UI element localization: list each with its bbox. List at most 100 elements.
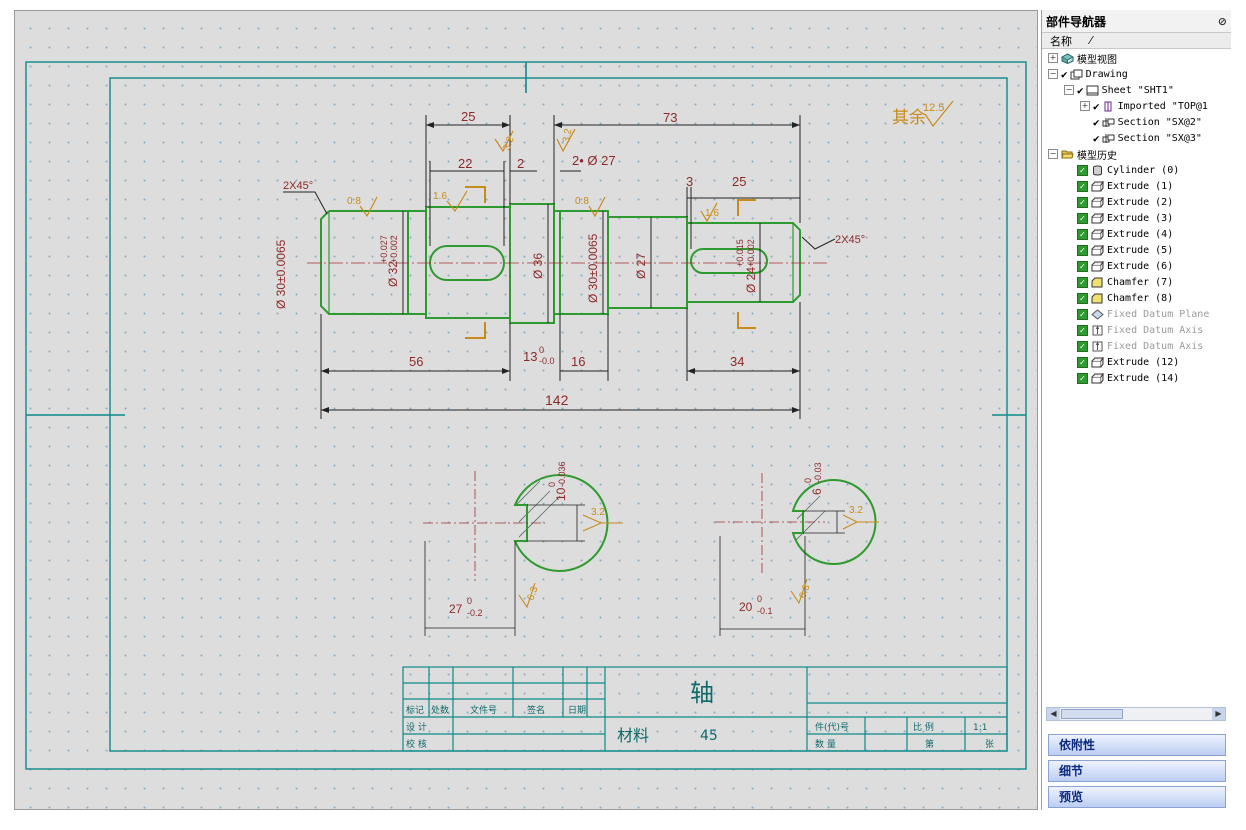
extrude-icon [1091,227,1104,240]
extrude-icon [1091,371,1104,384]
visibility-checkbox[interactable]: ✓ [1077,292,1088,304]
visibility-checkbox[interactable]: ✓ [1077,260,1088,272]
title-hdr-date: 日期 [568,705,586,716]
tree-item[interactable]: ✓ Extrude (1) [1042,178,1231,194]
scroll-left-icon[interactable]: ◀ [1047,708,1060,720]
tree-item[interactable]: ✓ Fixed Datum Plane [1042,306,1231,322]
section-view-1[interactable]: 10 0 -0.036 27 0 -0.2 3.2 6.3 [395,451,623,636]
tree-item[interactable]: ✓Extrude (14) [1042,370,1231,386]
tree-item[interactable]: ✓ Extrude (5) [1042,242,1231,258]
datum-axis-icon [1091,341,1104,352]
part-navigator[interactable]: 部件导航器 ⊘ 名称 ⁄ +模型视图−✔Drawing−✔Sheet "SHT1… [1041,10,1231,810]
panel-preview[interactable]: 预览 [1048,786,1226,808]
sf-2: 3.2 [561,127,574,143]
extrude-icon [1091,179,1104,192]
chamfer-left-label: 2X45° [283,180,313,192]
tree-item[interactable]: ✓Chamfer (7) [1042,274,1231,290]
dim-13-tol-low: -0.0 [539,356,555,366]
tree-item[interactable]: ✔Section "SX@3" [1042,130,1231,146]
panel-dependencies[interactable]: 依附性 [1048,734,1226,756]
collapse-icon[interactable]: − [1048,69,1058,79]
tree-item[interactable]: ✓Extrude (4) [1042,226,1231,242]
visibility-checkbox[interactable]: ✓ [1077,180,1088,192]
sf-sec2-a: 3.2 [849,505,863,516]
horizontal-scrollbar[interactable]: ◀ ▶ [1046,707,1226,721]
tree-item-label: Extrude (1) [1107,180,1174,192]
visibility-checkbox[interactable]: ✓ [1077,372,1088,384]
main-view-dimensions [283,115,836,419]
scroll-right-icon[interactable]: ▶ [1212,708,1225,720]
panel-details[interactable]: 细节 [1048,760,1226,782]
navigator-tree[interactable]: +模型视图−✔Drawing−✔Sheet "SHT1"+✔Imported "… [1042,49,1231,386]
tree-item[interactable]: ✓Extrude (3) [1042,210,1231,226]
tree-item[interactable]: ✓ Extrude (2) [1042,194,1231,210]
dim-73: 73 [663,110,677,125]
title-material-label: 材料 [617,726,649,745]
expand-icon[interactable]: + [1080,101,1090,111]
sec1-width-tol-up: 0 [547,482,557,487]
visibility-checkbox[interactable]: ✓ [1077,164,1088,176]
tree-item[interactable]: ✓Extrude (12) [1042,354,1231,370]
title-part-no: 件(代)号 [815,721,849,733]
column-header-name[interactable]: 名称 ⁄ [1042,32,1231,49]
tree-item-label: Extrude (5) [1107,244,1174,256]
shaft-main-view[interactable] [320,203,801,324]
extrude-icon [1091,355,1104,368]
visibility-checkbox[interactable]: ✓ [1077,196,1088,208]
dim-3: 3 [686,174,693,189]
tree-item-label: Drawing [1085,68,1128,80]
checkmark-icon[interactable]: ✔ [1093,99,1100,113]
cylinder-icon [1091,165,1104,176]
visibility-checkbox[interactable]: ✓ [1077,324,1088,336]
tree-item-label: Extrude (2) [1107,196,1174,208]
visibility-checkbox[interactable]: ✓ [1077,340,1088,352]
dim-dia24: Ø 24 [744,267,758,293]
visibility-checkbox[interactable]: ✓ [1077,356,1088,368]
visibility-checkbox[interactable]: ✓ [1077,212,1088,224]
tree-item[interactable]: ✓Cylinder (0) [1042,162,1231,178]
visibility-checkbox[interactable]: ✓ [1077,228,1088,240]
drawing-sheet[interactable]: 25 73 22 2 2• Ø 27 3 25 2X45° 2X45° 56 1… [15,11,1038,810]
tree-item[interactable]: ✓Fixed Datum Axis [1042,338,1231,354]
dim-dia24-tol-low: +0.002 [746,239,756,267]
collapse-icon[interactable]: − [1064,85,1074,95]
checkmark-icon[interactable]: ✔ [1093,115,1100,129]
expand-icon[interactable]: + [1048,53,1058,63]
tree-item[interactable]: −模型历史 [1042,146,1231,162]
title-hdr-sign: 签名 [527,704,545,716]
extrude-icon [1091,259,1104,272]
sheet-inner-frame [109,77,1008,752]
collapse-icon[interactable]: − [1048,149,1058,159]
tree-item[interactable]: ✓Extrude (6) [1042,258,1231,274]
navigator-title: 部件导航器 [1046,14,1107,29]
title-hdr-mark: 标记 [406,704,424,716]
tree-item[interactable]: ✓Fixed Datum Axis [1042,322,1231,338]
checkmark-icon[interactable]: ✔ [1077,83,1084,97]
visibility-checkbox[interactable]: ✓ [1077,244,1088,256]
pin-icon[interactable]: ⊘ [1217,14,1227,28]
visibility-checkbox[interactable]: ✓ [1077,308,1088,320]
tree-item[interactable]: ✓Chamfer (8) [1042,290,1231,306]
checkmark-icon[interactable]: ✔ [1061,67,1068,81]
title-quantity: 数 量 [815,738,836,750]
tree-item-label: Fixed Datum Plane [1107,308,1210,320]
tree-item[interactable]: ✔Section "SX@2" [1042,114,1231,130]
title-row-check: 校 核 [406,738,427,750]
tree-item[interactable]: −✔Sheet "SHT1" [1042,82,1231,98]
tree-item-label: Imported "TOP@1 [1117,100,1208,112]
drawing-canvas[interactable]: 25 73 22 2 2• Ø 27 3 25 2X45° 2X45° 56 1… [14,10,1038,810]
visibility-checkbox[interactable]: ✓ [1077,276,1088,288]
chamfer-icon [1091,277,1104,288]
tree-item[interactable]: +✔ Imported "TOP@1 [1042,98,1231,114]
section-view-2[interactable]: 6 0 -0.03 20 0 -0.1 3.2 6.3 [715,462,879,636]
checkmark-icon[interactable]: ✔ [1093,131,1100,145]
tree-item[interactable]: −✔ Drawing [1042,66,1231,82]
extrude-icon [1091,211,1104,224]
datum-plane-icon [1091,308,1104,320]
sec2-depth-tol-low: -0.1 [757,606,773,616]
title-block[interactable] [402,666,1008,752]
tree-item[interactable]: +模型视图 [1042,50,1231,66]
scrollbar-thumb[interactable] [1061,709,1123,719]
sheet-icon [1086,85,1099,96]
dim-dia30-mid: Ø 30±0.0065 [586,233,600,303]
